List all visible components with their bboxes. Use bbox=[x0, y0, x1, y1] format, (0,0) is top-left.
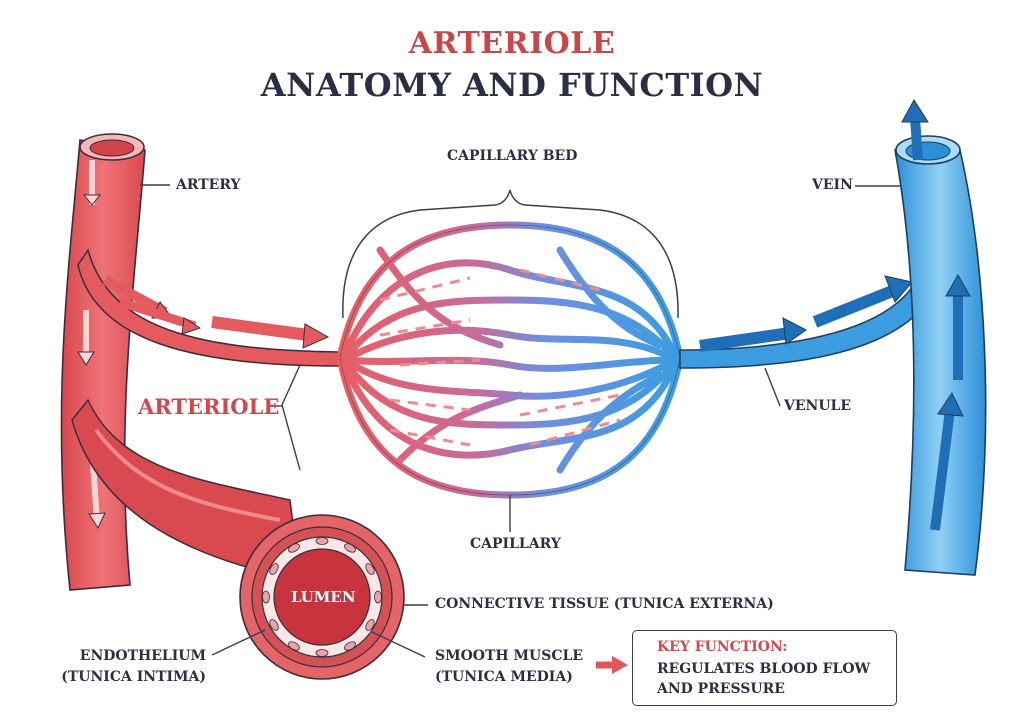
smooth-muscle-label: SMOOTH MUSCLE (TUNICA MEDIA) bbox=[435, 646, 583, 688]
capillary-bed bbox=[336, 221, 684, 499]
arteriole-cross-section bbox=[239, 514, 405, 680]
endothelium-label: ENDOTHELIUM (TUNICA INTIMA) bbox=[54, 646, 206, 688]
title-line-2: ANATOMY AND FUNCTION bbox=[260, 66, 764, 104]
arteriole-vessel bbox=[77, 248, 341, 367]
capillary-bed-label: CAPILLARY BED bbox=[447, 148, 578, 164]
title-line-1: ARTERIOLE bbox=[408, 26, 616, 61]
key-function-text: REGULATES BLOOD FLOW AND PRESSURE bbox=[657, 659, 870, 699]
endothelium-leader bbox=[211, 629, 266, 656]
connective-tissue-label: CONNECTIVE TISSUE (TUNICA EXTERNA) bbox=[435, 596, 774, 612]
smooth-muscle-label-line1: SMOOTH MUSCLE bbox=[435, 648, 583, 664]
venule-label: VENULE bbox=[784, 398, 852, 414]
leader-lines bbox=[140, 184, 900, 658]
vein-label: VEIN bbox=[812, 177, 853, 193]
key-function-title: KEY FUNCTION: bbox=[657, 639, 788, 655]
key-function-line1: REGULATES BLOOD FLOW bbox=[657, 661, 871, 677]
endothelium-label-line1: ENDOTHELIUM bbox=[79, 648, 206, 664]
artery-label: ARTERY bbox=[176, 177, 241, 193]
capillary-label: CAPILLARY bbox=[470, 536, 561, 552]
arteriole-leader bbox=[281, 364, 301, 471]
smooth-muscle-label-line2: (TUNICA MEDIA) bbox=[435, 669, 573, 685]
venule-vessel bbox=[679, 198, 959, 369]
lumen-label: LUMEN bbox=[291, 588, 356, 606]
key-function-line2: AND PRESSURE bbox=[657, 681, 785, 697]
capillary-flow-arrows bbox=[379, 268, 621, 447]
endothelium-label-line2: (TUNICA INTIMA) bbox=[61, 669, 206, 685]
arteriole-label: ARTERIOLE bbox=[138, 394, 280, 419]
vein-vessel bbox=[894, 99, 987, 576]
venule-leader bbox=[764, 367, 781, 407]
key-function-arrow bbox=[596, 656, 628, 674]
smooth-muscle-leader bbox=[371, 631, 426, 658]
capillary-bed-bracket bbox=[342, 189, 679, 319]
artery-vessel bbox=[60, 133, 146, 591]
key-function-box: KEY FUNCTION: REGULATES BLOOD FLOW AND P… bbox=[632, 630, 897, 706]
